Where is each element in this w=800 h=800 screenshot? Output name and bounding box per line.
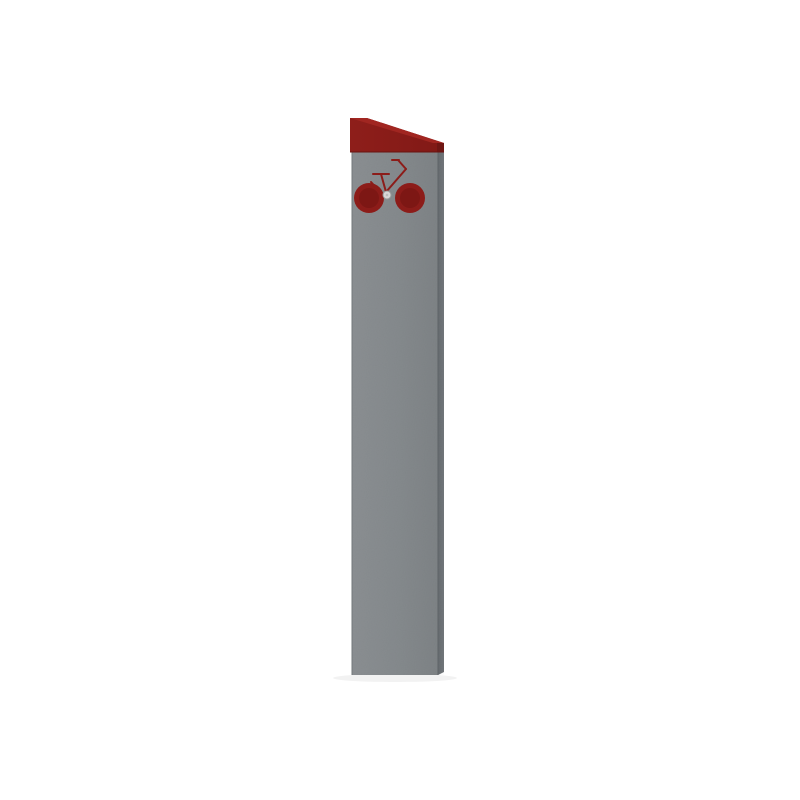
bollard-cap bbox=[350, 118, 444, 153]
bicycle-cutout-icon bbox=[354, 159, 425, 213]
bollard-shadow bbox=[333, 674, 457, 682]
bollard-post bbox=[351, 151, 444, 675]
